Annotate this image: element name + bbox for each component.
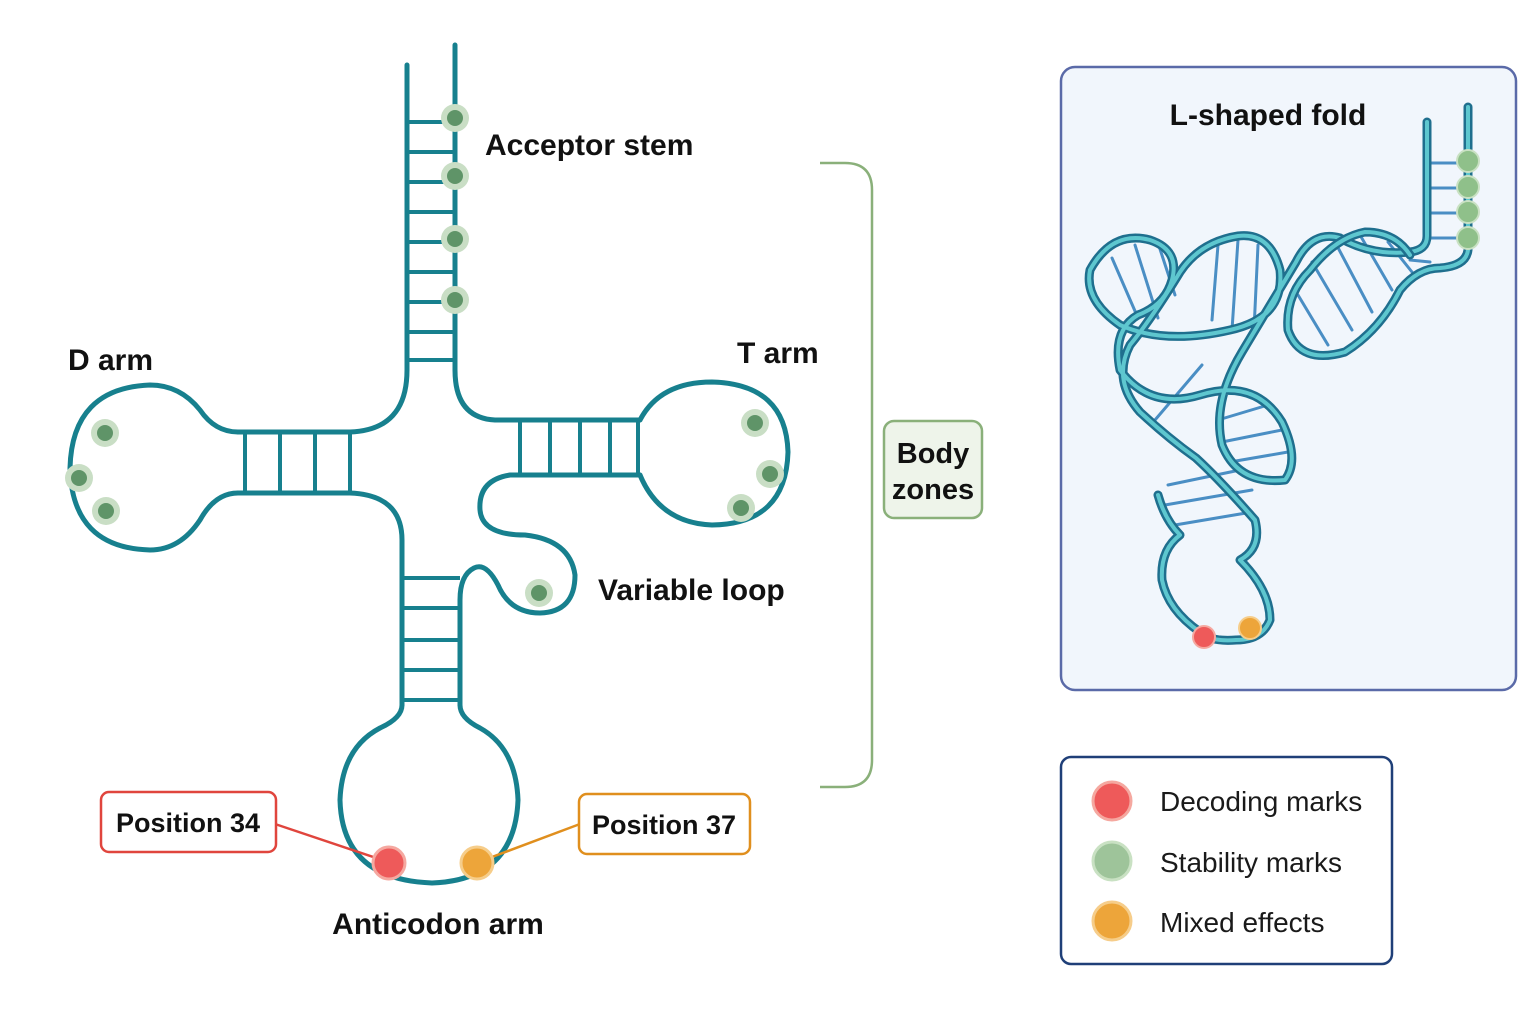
position-37-box <box>577 792 752 856</box>
inset-stability-mark <box>1456 226 1480 250</box>
stability-mark <box>741 409 769 437</box>
inset-decoding-mark <box>1192 625 1216 649</box>
helix-backbone-a-highlight <box>1087 120 1429 643</box>
callout-line-34 <box>274 822 383 862</box>
legend-swatch-decoding <box>1091 780 1133 822</box>
decoding-mark-34 <box>371 845 407 881</box>
helix-rung <box>1408 258 1432 264</box>
legend-swatch-stability <box>1091 840 1133 882</box>
legend-box <box>1059 755 1394 966</box>
variable-loop-label: Variable loop <box>598 574 785 607</box>
mixed-mark-37 <box>459 845 495 881</box>
legend-label-decoding: Decoding marks <box>1160 786 1362 817</box>
helix-rung <box>1220 428 1284 444</box>
cloverleaf <box>67 42 791 886</box>
base-pair-rungs <box>243 120 640 702</box>
inset-stability-mark <box>1456 149 1480 173</box>
helix-rung <box>1110 256 1140 320</box>
helix-rung <box>1296 293 1330 347</box>
position-37-label: Position 37 <box>592 810 736 840</box>
legend: Decoding marks Stability marks Mixed eff… <box>1059 755 1394 966</box>
stability-mark <box>65 464 93 492</box>
acceptor-stem-label: Acceptor stem <box>485 129 693 162</box>
core-top-left <box>235 367 410 435</box>
legend-label-mixed: Mixed effects <box>1160 907 1324 938</box>
callout-line-37 <box>483 822 581 862</box>
helix-rung <box>1166 468 1242 487</box>
legend-swatch-mixed <box>1091 900 1133 942</box>
helix-rung <box>1333 240 1374 314</box>
core-bottom-left <box>235 490 405 708</box>
position-34-box <box>99 790 278 854</box>
helix-rung <box>1153 363 1204 422</box>
stability-mark <box>727 494 755 522</box>
inset-mixed-mark <box>1238 616 1262 640</box>
helix-rung <box>1216 403 1270 422</box>
anticodon-arm-label: Anticodon arm <box>332 908 544 941</box>
body-zones-bracket <box>820 161 874 789</box>
position-34-label: Position 34 <box>116 808 260 838</box>
helix-rung <box>1310 260 1354 332</box>
helix-rung <box>1163 488 1254 507</box>
stability-mark <box>92 497 120 525</box>
helix-rung <box>1252 243 1260 332</box>
anticodon-loop <box>337 702 521 886</box>
stability-marks <box>65 104 784 607</box>
helix-backbone-b-highlight <box>1285 105 1470 358</box>
d-arm-label: D arm <box>68 344 153 377</box>
inset-stability-mark <box>1456 200 1480 224</box>
helix-rung <box>1228 450 1290 464</box>
l-fold-title: L-shaped fold <box>1170 99 1367 132</box>
stability-mark <box>756 460 784 488</box>
inset-stability-marks <box>1456 149 1480 250</box>
helix-rung <box>1173 510 1254 527</box>
stability-mark <box>525 579 553 607</box>
helix-rung <box>1210 243 1220 322</box>
inset-stability-mark <box>1456 175 1480 199</box>
t-arm-loop <box>637 379 791 528</box>
stability-mark <box>441 162 469 190</box>
core-top-right <box>452 367 643 423</box>
legend-label-stability: Stability marks <box>1160 847 1342 878</box>
helix-rung <box>1230 238 1240 332</box>
core-bottom-right-variable <box>457 472 643 708</box>
stability-mark <box>441 104 469 132</box>
t-arm-label: T arm <box>737 337 819 370</box>
body-zones-box <box>882 419 984 520</box>
stability-mark <box>91 419 119 447</box>
d-arm-loop <box>67 382 241 553</box>
body-zones-line1: Body <box>897 438 970 470</box>
body-zones-line2: zones <box>892 474 974 506</box>
stability-mark <box>441 225 469 253</box>
stability-mark <box>441 286 469 314</box>
